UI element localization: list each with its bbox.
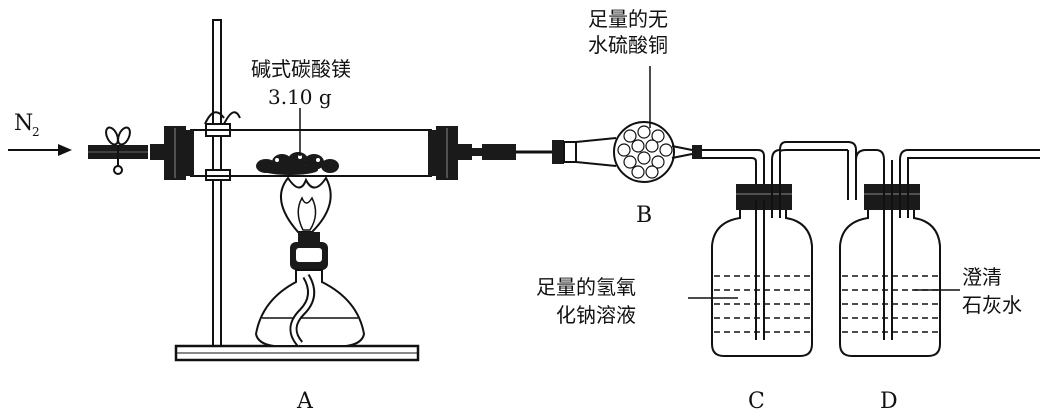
right-stopper xyxy=(428,126,472,180)
cuso4-granules xyxy=(617,125,673,179)
label-d: D xyxy=(880,389,898,414)
alcohol-lamp xyxy=(254,232,366,347)
n2-subscript: 2 xyxy=(32,125,40,139)
left-stopper xyxy=(150,126,194,180)
iron-stand xyxy=(174,19,420,362)
cuso4-label-line1: 足量的无 xyxy=(588,7,668,31)
gas-washing-bottle-c xyxy=(711,141,848,357)
sample-name-label: 碱式碳酸镁 xyxy=(251,57,351,81)
combustion-tube xyxy=(190,129,432,177)
label-b: B xyxy=(636,203,652,228)
naoh-solution xyxy=(714,275,810,333)
label-a: A xyxy=(296,389,314,414)
gas-washing-bottle-d xyxy=(839,141,1040,357)
n2-label: N xyxy=(14,111,33,136)
flame-icon xyxy=(280,176,332,233)
connector-tube-bc xyxy=(692,145,765,200)
naoh-label-line1: 足量的氢氧 xyxy=(536,275,636,299)
pinch-clamp-icon xyxy=(105,126,131,175)
limewater-label-line1: 澄清 xyxy=(962,265,1002,289)
sample-pile xyxy=(256,152,339,175)
naoh-label-line2: 化钠溶液 xyxy=(556,303,636,327)
cuso4-label-line2: 水硫酸铜 xyxy=(588,33,668,57)
label-c: C xyxy=(748,389,765,414)
sample-mass-label: 3.10 g xyxy=(268,85,332,109)
n2-inlet-arrow xyxy=(8,144,72,156)
stand-clamp xyxy=(204,111,241,181)
limewater-label-line2: 石灰水 xyxy=(962,293,1022,317)
connector-tube-ab xyxy=(472,144,552,160)
